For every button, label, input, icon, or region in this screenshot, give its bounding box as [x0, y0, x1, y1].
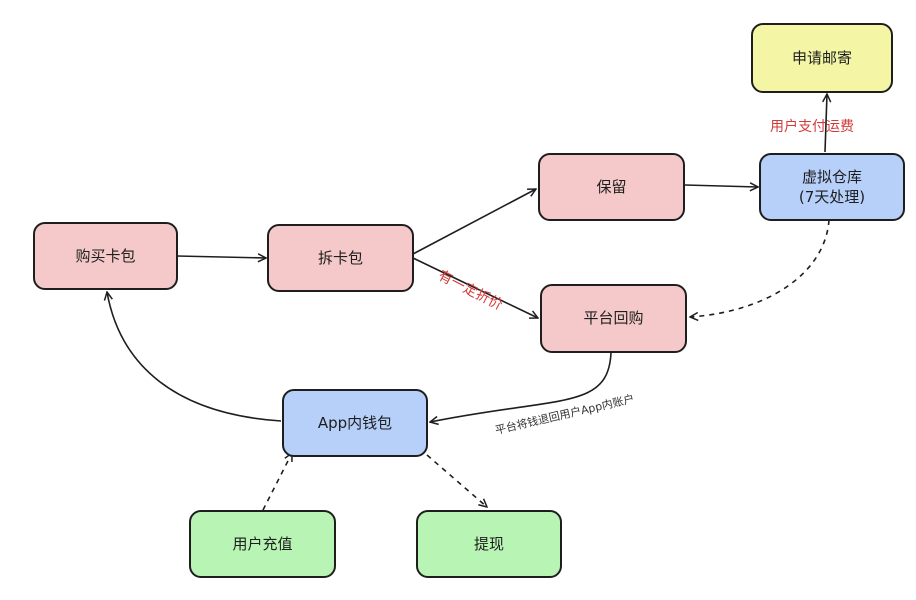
arrow-open-to-buyback: [412, 257, 538, 318]
arrow-wallet-to-withdraw: [426, 454, 487, 507]
arrow-warehouse-to-mail: [825, 94, 827, 153]
arrow-buyback-to-wallet: [430, 352, 612, 422]
node-keep: 保留: [538, 153, 685, 221]
label-shipping-fee: 用户支付运费: [770, 119, 854, 135]
node-open-pack: 拆卡包: [267, 224, 414, 292]
node-user-recharge: 用户充值: [189, 510, 336, 578]
arrow-recharge-to-wallet: [262, 453, 292, 511]
node-buy-pack: 购买卡包: [33, 222, 178, 290]
arrow-wallet-to-buy: [107, 292, 282, 422]
arrow-open-to-keep: [412, 189, 536, 255]
node-app-wallet: App内钱包: [282, 389, 428, 457]
arrow-buy-to-open: [176, 256, 266, 258]
node-withdraw: 提现: [416, 510, 562, 578]
arrow-keep-to-warehouse: [684, 185, 758, 187]
arrow-warehouse-to-buyback: [690, 219, 830, 317]
node-platform-buyback: 平台回购: [540, 284, 687, 353]
node-request-mail: 申请邮寄: [751, 23, 893, 93]
node-virtual-warehouse: 虚拟仓库 (7天处理): [759, 153, 905, 221]
